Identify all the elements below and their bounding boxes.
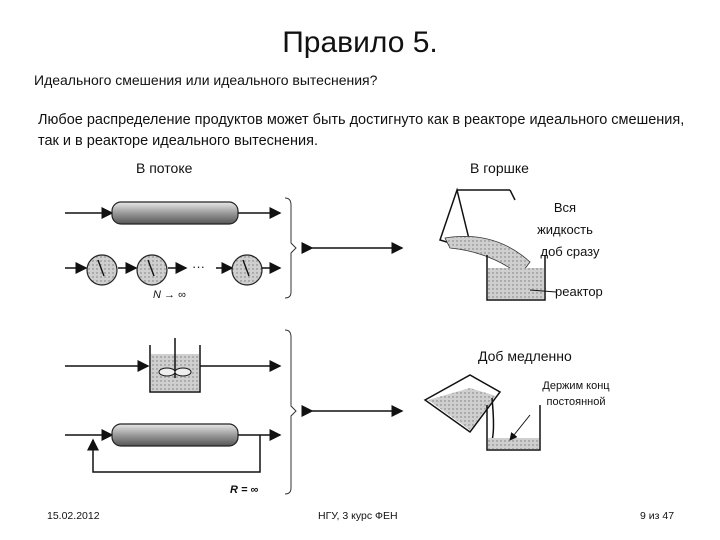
reactor-label: реактор — [555, 284, 603, 299]
batch-pot — [439, 187, 557, 301]
ellipsis-dots: ··· — [192, 259, 205, 274]
left-heading: В потоке — [136, 160, 193, 176]
intro-paragraph: Любое распределение продуктов может быть… — [38, 112, 685, 149]
cstr-middle — [65, 338, 282, 393]
cstr-series — [65, 254, 282, 286]
batch-note-line2: жидкость — [537, 222, 593, 237]
footer-page: 9 из 47 — [640, 510, 675, 522]
slide-title: Правило 5. — [282, 26, 438, 59]
plug-flow-reactor-top — [65, 201, 282, 225]
right-heading: В горшке — [470, 160, 529, 176]
semibatch-note-line1: Держим конц — [542, 380, 610, 392]
slide-subtitle: Идеального смешения или идеального вытес… — [34, 72, 378, 88]
n-limit-label: N → ∞ — [153, 289, 186, 301]
semibatch-note-line2: постоянной — [546, 396, 606, 408]
semibatch-pot — [423, 374, 541, 451]
recycle-reactor — [65, 423, 282, 473]
footer-date: 15.02.2012 — [47, 510, 100, 522]
footer-center: НГУ, 3 курс ФЕН — [318, 510, 398, 522]
semibatch-heading: Доб медленно — [478, 348, 572, 364]
batch-note-line3: доб сразу — [540, 244, 600, 259]
batch-note-line1: Вся — [553, 200, 577, 215]
r-limit-label: R = ∞ — [230, 484, 259, 496]
